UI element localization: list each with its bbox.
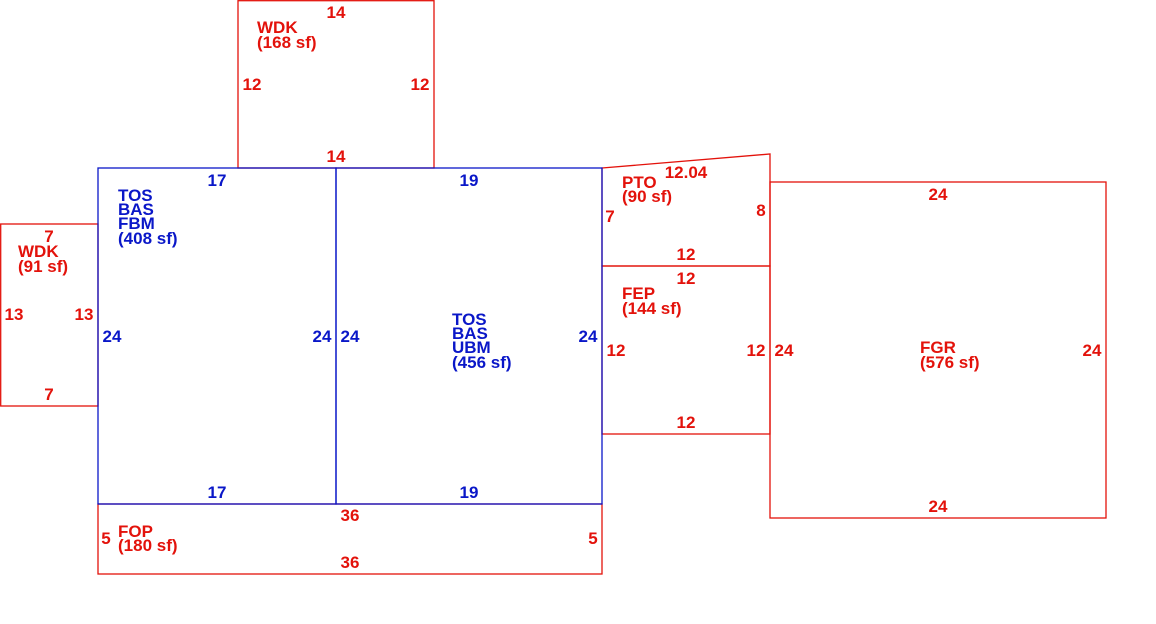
- area-sf: (144 sf): [622, 299, 682, 318]
- dimension-label: 24: [929, 185, 948, 204]
- dimension-label: 17: [208, 483, 227, 502]
- area-pto: PTO (90 sf) 12.04 7 8 12: [605, 163, 765, 264]
- area-sf: (180 sf): [118, 536, 178, 555]
- dimension-label: 14: [327, 147, 346, 166]
- dimension-label: 12: [607, 341, 626, 360]
- dimension-label: 5: [101, 529, 110, 548]
- dimension-label: 7: [605, 207, 614, 226]
- area-sf: (576 sf): [920, 353, 980, 372]
- area-main-left: TOS BAS FBM (408 sf) 17 24 24 17: [103, 171, 332, 502]
- area-code: TOS: [452, 310, 487, 329]
- area-fep: FEP (144 sf) 12 12 12 12: [607, 269, 766, 432]
- dimension-label: 24: [775, 341, 794, 360]
- area-code: FOP: [118, 522, 153, 541]
- area-code: BAS: [118, 200, 154, 219]
- dimension-label: 24: [579, 327, 598, 346]
- area-sf: (91 sf): [18, 257, 68, 276]
- area-code: BAS: [452, 324, 488, 343]
- dimension-label: 36: [341, 553, 360, 572]
- dimension-label: 24: [1083, 341, 1102, 360]
- dimension-label: 7: [44, 227, 53, 246]
- area-wdk-left: WDK (91 sf) 7 13 13 7: [5, 227, 94, 404]
- area-main-right: TOS BAS UBM (456 sf) 19 24 24 19: [341, 171, 598, 502]
- area-sf: (456 sf): [452, 353, 512, 372]
- area-sf: (90 sf): [622, 187, 672, 206]
- dimension-label: 24: [341, 327, 360, 346]
- area-sf: (168 sf): [257, 33, 317, 52]
- dimension-label: 12: [677, 269, 696, 288]
- dimension-label: 13: [5, 305, 24, 324]
- dimension-label: 12.04: [665, 163, 708, 182]
- area-code: FBM: [118, 214, 155, 233]
- dimension-label: 12: [243, 75, 262, 94]
- fgr-outline: [769, 181, 1107, 519]
- area-code: UBM: [452, 338, 491, 357]
- main-right-outline: [335, 167, 603, 505]
- dimension-label: 17: [208, 171, 227, 190]
- dimension-label: 13: [75, 305, 94, 324]
- area-fgr: FGR (576 sf) 24 24 24 24: [775, 185, 1102, 516]
- dimension-label: 14: [327, 3, 346, 22]
- area-code: FEP: [622, 284, 655, 303]
- dimension-label: 24: [313, 327, 332, 346]
- dimension-label: 36: [341, 506, 360, 525]
- dimension-label: 19: [460, 171, 479, 190]
- dimension-label: 24: [103, 327, 122, 346]
- dimension-label: 12: [411, 75, 430, 94]
- dimension-label: 19: [460, 483, 479, 502]
- area-code: WDK: [257, 18, 298, 37]
- dimension-label: 12: [677, 413, 696, 432]
- area-code: PTO: [622, 173, 657, 192]
- area-fop: FOP (180 sf) 36 5 5 36: [101, 506, 597, 572]
- area-sf: (408 sf): [118, 229, 178, 248]
- dimension-label: 5: [588, 529, 597, 548]
- dimension-label: 8: [756, 201, 765, 220]
- area-code: TOS: [118, 186, 153, 205]
- dimension-label: 12: [747, 341, 766, 360]
- area-code: WDK: [18, 242, 59, 261]
- area-code: FGR: [920, 338, 956, 357]
- dimension-label: 12: [677, 245, 696, 264]
- area-wdk-top: WDK (168 sf) 14 12 12 14: [243, 3, 430, 166]
- dimension-label: 7: [44, 385, 53, 404]
- dimension-label: 24: [929, 497, 948, 516]
